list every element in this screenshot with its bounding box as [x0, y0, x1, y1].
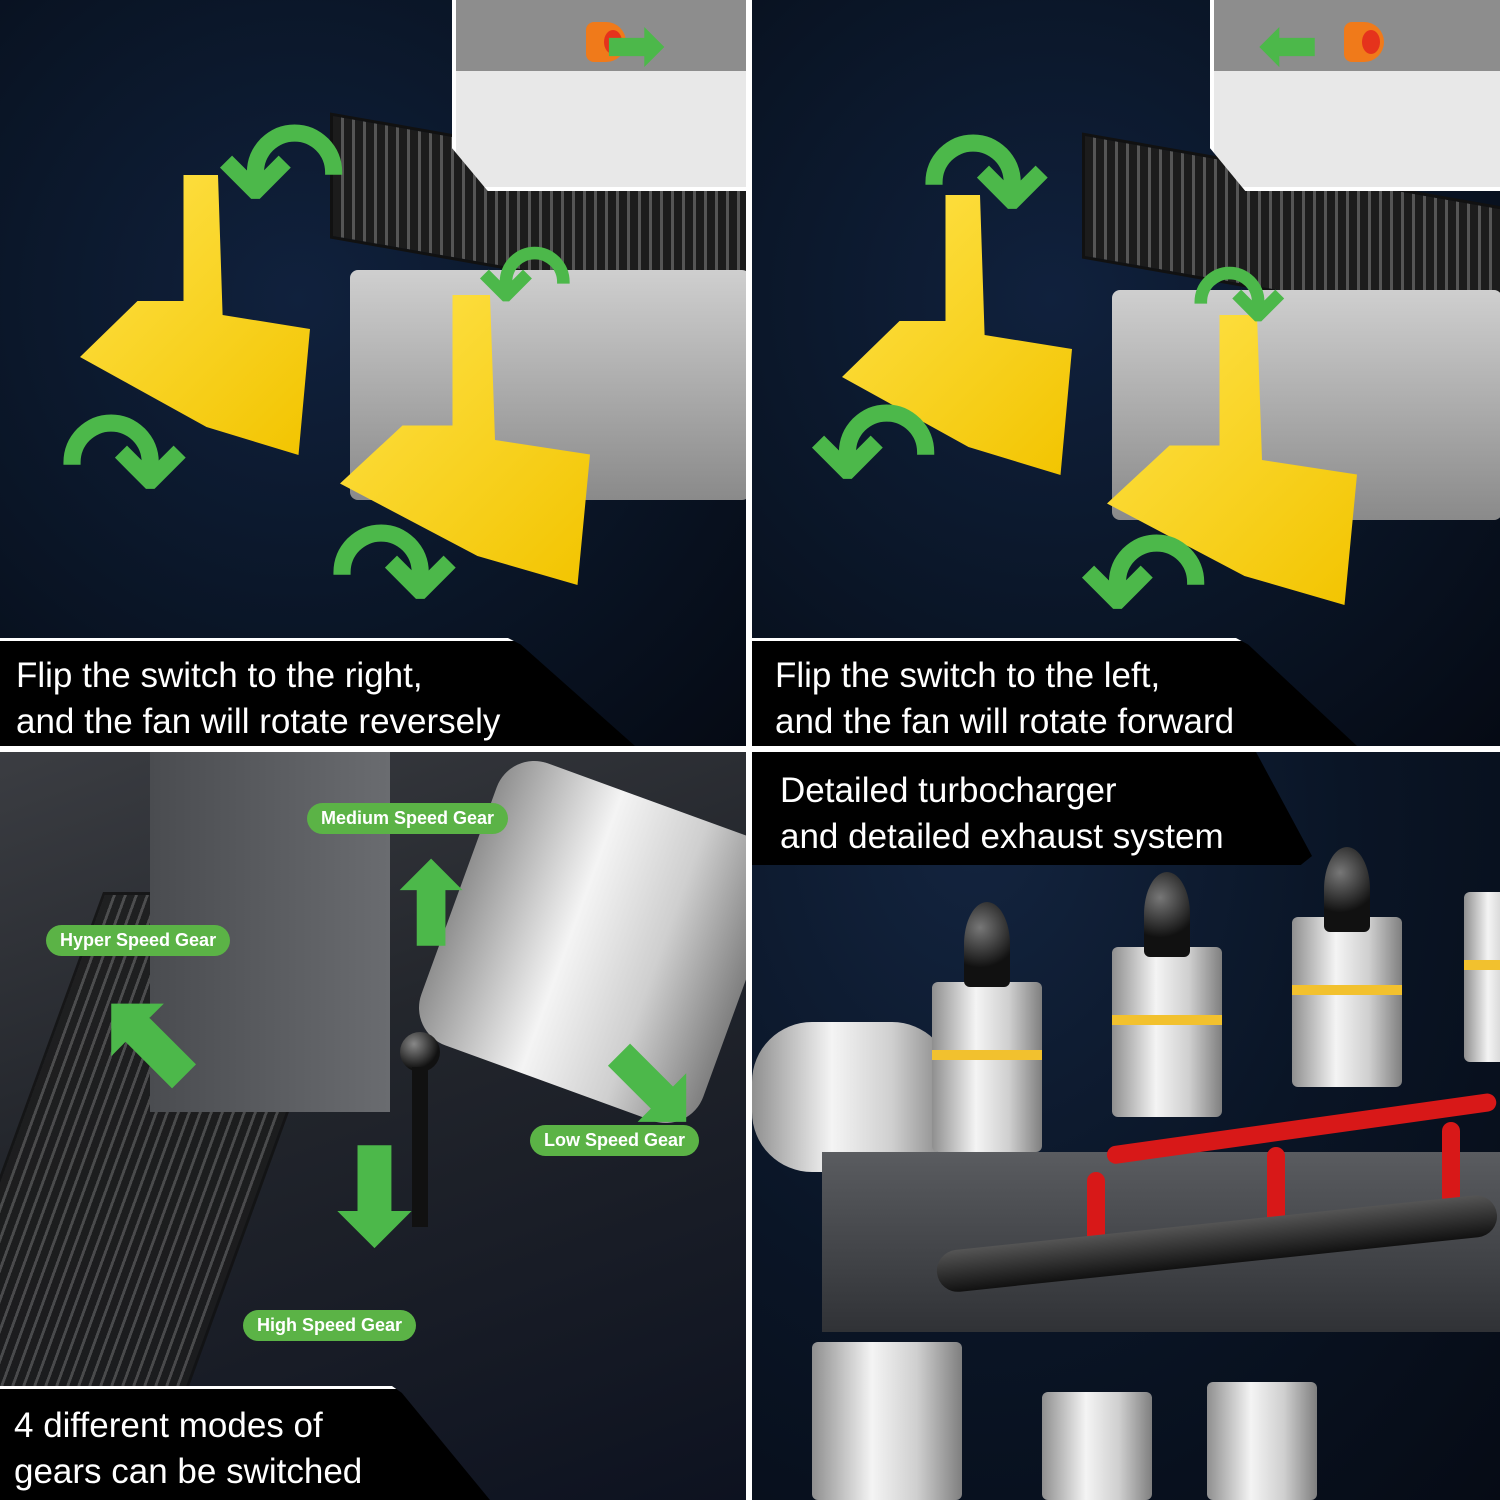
cylinder-1: [932, 982, 1042, 1152]
rotate-arrow-icon: ↷: [60, 381, 186, 549]
arrow-medium-icon: ⬆: [385, 845, 478, 968]
rotate-arrow-icon: ↶: [220, 91, 346, 259]
rotate-arrow-icon: ↷: [1192, 243, 1285, 366]
cylinder-cap-3: [1324, 847, 1370, 932]
caption-box: Flip the switch to the right, and the fa…: [0, 638, 635, 746]
cylinder-4: [1464, 892, 1500, 1062]
rotate-arrow-icon: ↶: [480, 223, 573, 346]
lower-cylinder: [1042, 1392, 1152, 1500]
cylinder-3: [1292, 917, 1402, 1087]
arrow-high-icon: ⬇: [320, 1124, 429, 1270]
label-medium-speed-gear: Medium Speed Gear: [307, 803, 509, 834]
rotate-arrow-icon: ↶: [812, 371, 938, 539]
arrow-low-icon: ⬊: [600, 1015, 701, 1149]
panel-gear-modes: ⬆ ⬉ ⬊ ⬇ Medium Speed Gear Hyper Speed Ge…: [0, 752, 746, 1500]
cylinder-cap-1: [964, 902, 1010, 987]
panel-switch-right: ↶ ↷ ↷ ↶ ➡ Flip the switch to the right, …: [0, 0, 746, 746]
caption-line-2: and the fan will rotate forward: [775, 702, 1235, 741]
label-hyper-speed-gear: Hyper Speed Gear: [46, 925, 231, 956]
exhaust-runner: [1267, 1147, 1285, 1232]
caption-line-2: and detailed exhaust system: [780, 817, 1224, 856]
arrow-hyper-icon: ⬉: [95, 964, 204, 1110]
turbocharger: [752, 1022, 952, 1172]
cylinder-cap-2: [1144, 872, 1190, 957]
panel-turbocharger: Detailed turbocharger and detailed exhau…: [752, 752, 1500, 1500]
rotate-arrow-icon: ↷: [922, 101, 1048, 269]
caption-box: Flip the switch to the left, and the fan…: [752, 638, 1357, 746]
caption-line-2: gears can be switched: [14, 1452, 363, 1491]
arrow-right-icon: ➡: [606, 6, 665, 84]
label-low-speed-gear: Low Speed Gear: [530, 1125, 700, 1156]
arrow-left-icon: ⬅: [1259, 6, 1318, 84]
caption-line-2: and the fan will rotate reversely: [16, 702, 501, 741]
caption-line-1: Flip the switch to the right,: [16, 656, 423, 695]
caption-box: 4 different modes of gears can be switch…: [0, 1386, 490, 1500]
panel-switch-left: ↷ ↷ ↶ ↶ ⬅ Flip the switch to the left, a…: [752, 0, 1500, 746]
switch-lever: [586, 22, 626, 62]
shift-lever: [412, 1067, 428, 1227]
cylinder-2: [1112, 947, 1222, 1117]
label-high-speed-gear: High Speed Gear: [243, 1310, 417, 1341]
caption-box: Detailed turbocharger and detailed exhau…: [752, 752, 1312, 865]
caption-line-1: 4 different modes of: [14, 1406, 323, 1445]
rotate-arrow-icon: ↷: [330, 491, 456, 659]
caption-line-1: Detailed turbocharger: [780, 771, 1117, 810]
exhaust-runner: [1442, 1122, 1460, 1207]
switch-inset: ⬅: [1210, 0, 1500, 191]
rotate-arrow-icon: ↶: [1082, 501, 1208, 669]
lower-cylinder: [812, 1342, 962, 1500]
caption-line-1: Flip the switch to the left,: [775, 656, 1161, 695]
shift-knob: [400, 1032, 440, 1072]
lower-cylinder: [1207, 1382, 1317, 1500]
switch-inset: ➡: [452, 0, 746, 191]
switch-lever: [1344, 22, 1384, 62]
